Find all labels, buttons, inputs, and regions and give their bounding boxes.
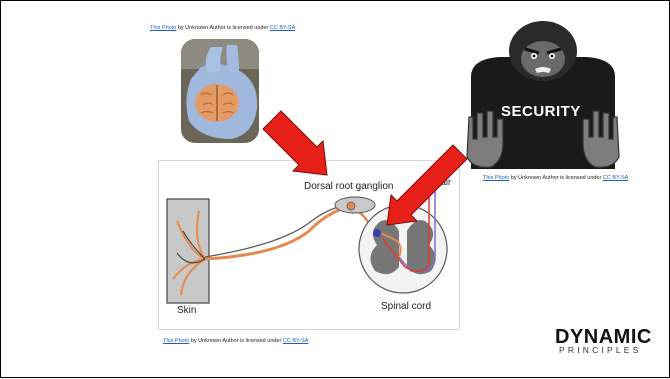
dynamic-principles-logo: DYNAMIC PRINCIPLES xyxy=(555,327,651,355)
logo-main-text: DYNAMIC xyxy=(555,327,652,347)
logo-sub-text: PRINCIPLES xyxy=(559,345,642,355)
arrow-to-ganglion xyxy=(263,111,327,175)
arrow-to-spinal-cord xyxy=(387,145,467,225)
